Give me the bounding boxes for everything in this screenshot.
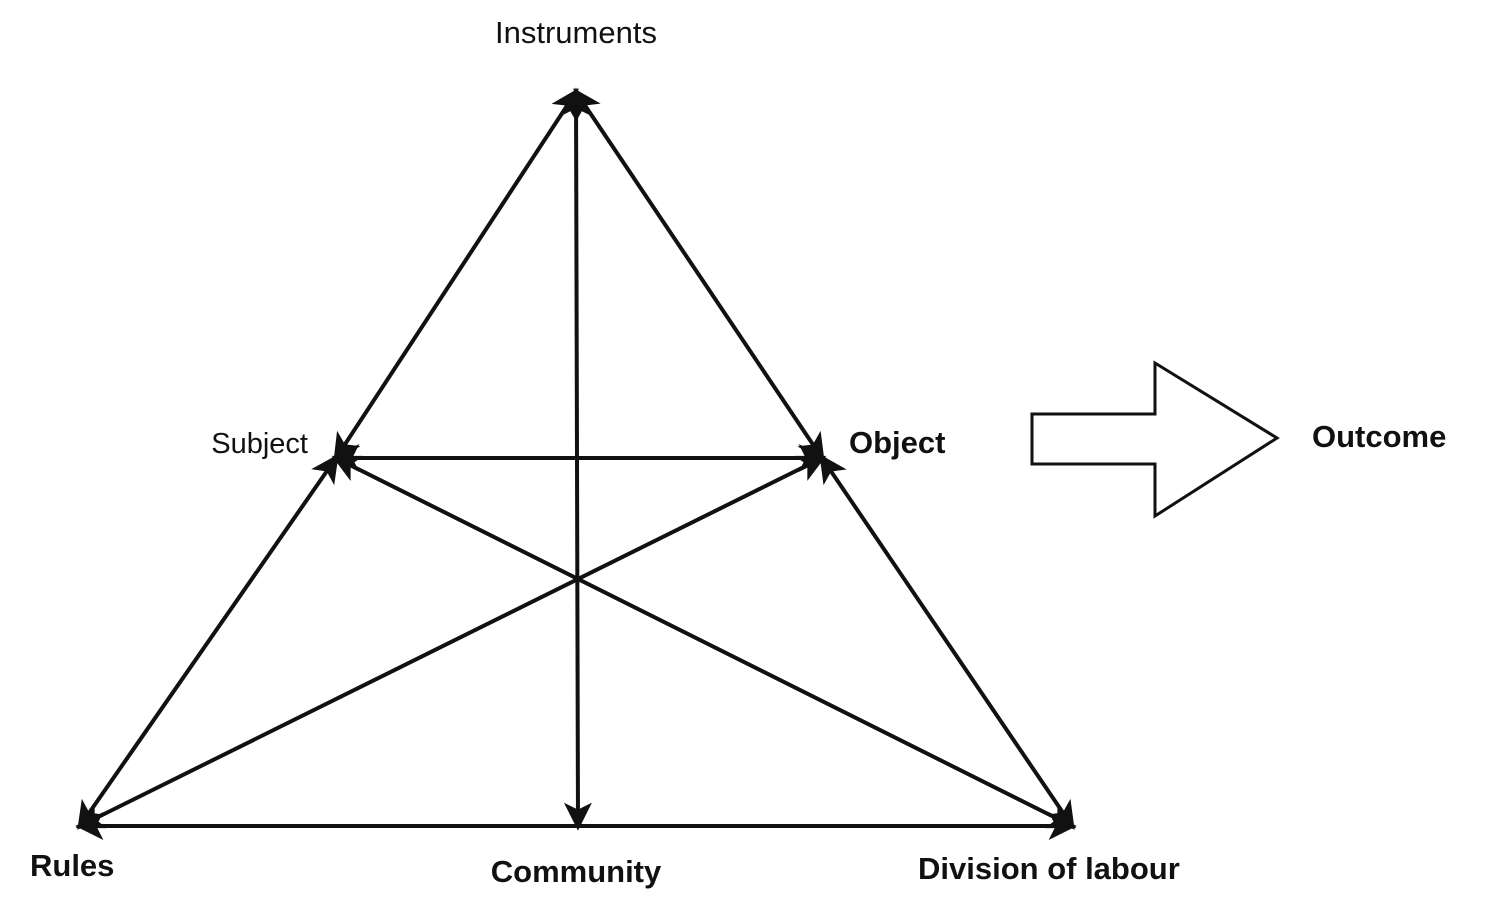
node-label-community: Community: [491, 854, 662, 889]
node-label-object: Object: [849, 425, 945, 460]
node-label-outcome: Outcome: [1312, 419, 1446, 454]
node-label-division-of-labour: Division of labour: [918, 851, 1180, 886]
edge-instruments-object: [573, 88, 825, 462]
node-label-rules: Rules: [30, 848, 114, 883]
node-label-instruments: Instruments: [495, 15, 657, 50]
diagram-edges: [75, 87, 1077, 840]
edge-subject-division-of-labour: [331, 455, 1077, 829]
edge-rules-object: [75, 455, 827, 829]
edge-subject-rules: [77, 454, 339, 830]
node-label-subject: Subject: [211, 428, 308, 460]
edge-subject-instruments: [333, 88, 579, 462]
edge-object-division-of-labour: [819, 454, 1075, 830]
outcome-arrow-icon: [1030, 360, 1280, 519]
